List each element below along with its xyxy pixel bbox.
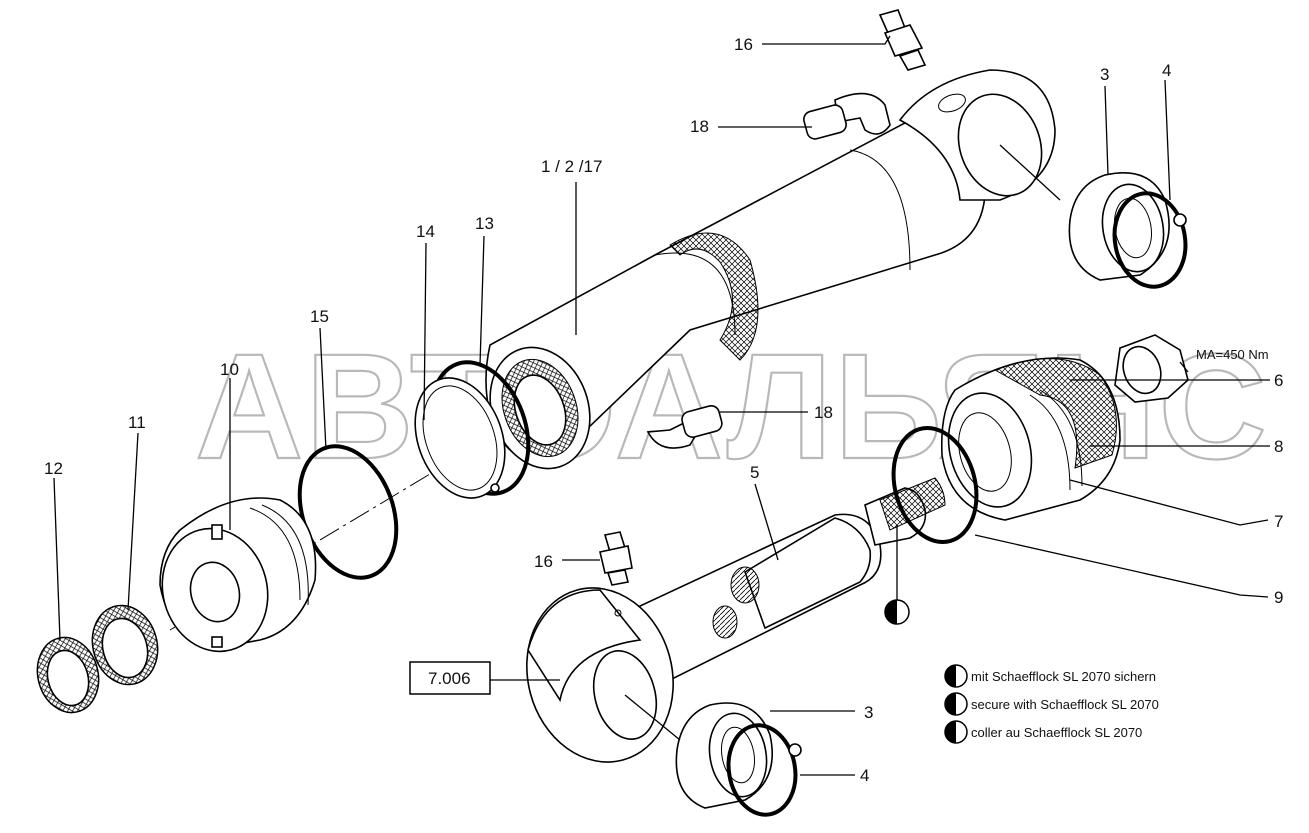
label-3-bottom: 3 — [864, 703, 873, 722]
label-6: 6 — [1274, 371, 1283, 390]
hex-nut — [1114, 334, 1189, 403]
wiper-ring-11 — [91, 604, 159, 686]
front-circlip — [726, 723, 802, 817]
wiper-ring-12 — [36, 636, 100, 714]
front-bushing — [675, 702, 774, 809]
seal-ring-13-14 — [414, 360, 531, 499]
legend-item: coller au Schaefflock SL 2070 — [944, 720, 1142, 744]
grease-nipple-bottom — [599, 531, 633, 586]
gland-nut — [159, 497, 317, 653]
label-4-top: 4 — [1162, 61, 1171, 80]
leader-lines — [53, 35, 1270, 776]
legend-item: secure with Schaefflock SL 2070 — [944, 692, 1159, 716]
reference-box: 7.006 — [409, 661, 491, 695]
center-axis-line — [169, 449, 471, 631]
legend-item: mit Schaefflock SL 2070 sichern — [944, 664, 1156, 688]
label-18-bottom: 18 — [814, 403, 833, 422]
label-10: 10 — [220, 360, 239, 379]
label-7: 7 — [1274, 512, 1283, 531]
label-16-bottom: 16 — [534, 552, 553, 571]
label-8: 8 — [1274, 437, 1283, 456]
thread-lock-symbol — [884, 599, 910, 625]
label-1-2-17: 1 / 2 /17 — [541, 157, 602, 176]
o-ring-9 — [891, 426, 979, 544]
grease-nipple-top — [878, 9, 927, 71]
rear-circlip — [1112, 191, 1188, 289]
piston — [940, 357, 1121, 521]
label-9: 9 — [1274, 588, 1283, 607]
label-15: 15 — [310, 307, 329, 326]
label-5: 5 — [750, 463, 759, 482]
callout-labels: 16 18 3 4 1 / 2 /17 14 13 15 10 11 12 18… — [44, 35, 1283, 785]
legend-text-fr: coller au Schaefflock SL 2070 — [971, 725, 1142, 740]
legend: mit Schaefflock SL 2070 sichern secure w… — [944, 664, 1159, 744]
torque-note: MA=450 Nm — [1196, 347, 1269, 362]
label-16-top: 16 — [734, 35, 753, 54]
label-18-top: 18 — [690, 117, 709, 136]
legend-text-de: mit Schaefflock SL 2070 sichern — [971, 669, 1156, 684]
label-13: 13 — [475, 214, 494, 233]
label-11: 11 — [128, 413, 146, 432]
label-4-bottom: 4 — [860, 766, 869, 785]
label-3-top: 3 — [1100, 65, 1109, 84]
label-14: 14 — [416, 222, 435, 241]
label-12: 12 — [44, 459, 63, 478]
legend-text-en: secure with Schaefflock SL 2070 — [971, 697, 1159, 712]
reference-box-text: 7.006 — [428, 669, 471, 688]
